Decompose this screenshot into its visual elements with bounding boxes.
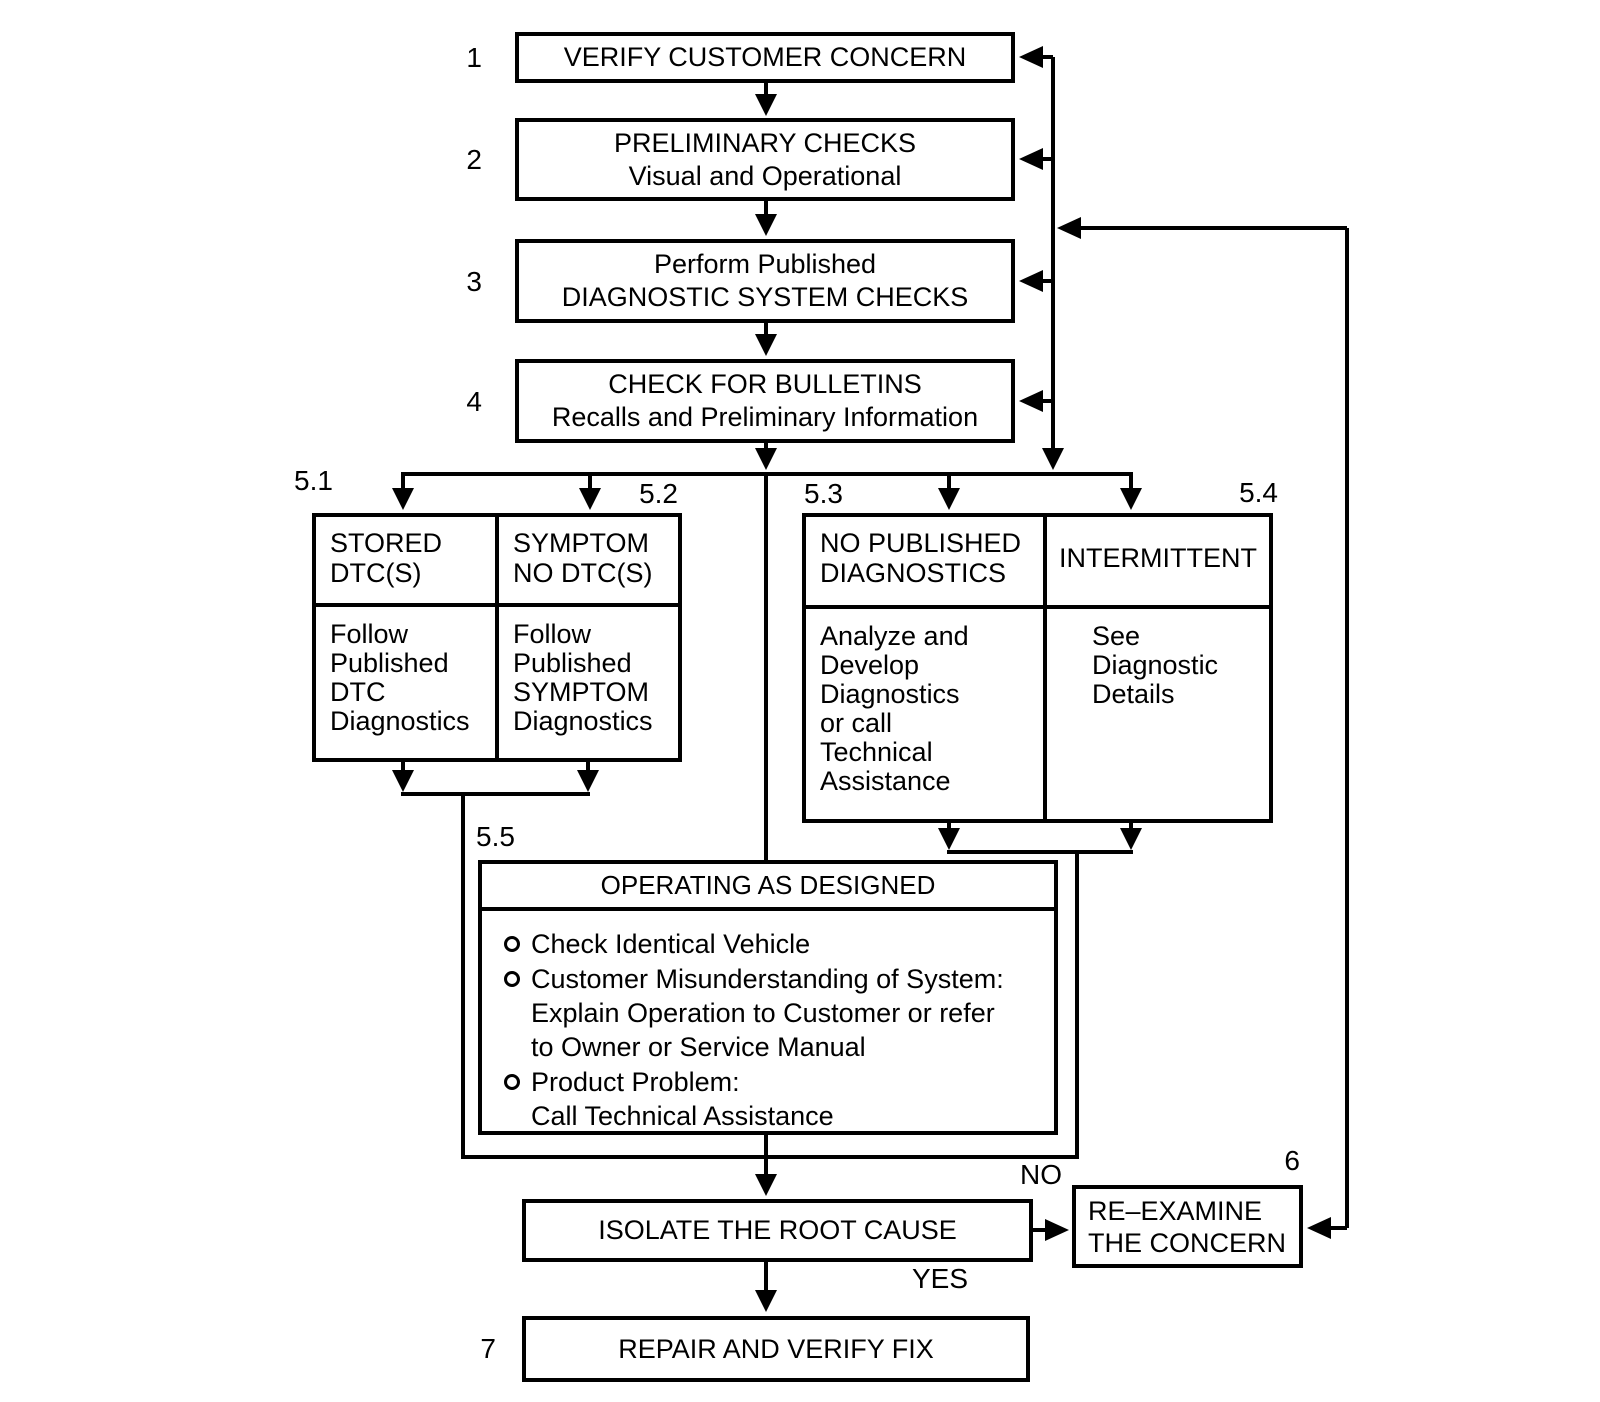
merge-nopublished-intermittent xyxy=(938,823,1142,1159)
edge-label-no: NO xyxy=(1020,1159,1062,1190)
node-group-nopublished-intermittent: NO PUBLISHED DIAGNOSTICS Analyze and Dev… xyxy=(802,513,1273,823)
node-symptom-no-dtc-header: SYMPTOM NO DTC(S) xyxy=(499,517,678,607)
node-symptom-no-dtc-body: Follow Published SYMPTOM Diagnostics xyxy=(513,619,653,736)
node-operating-as-designed: OPERATING AS DESIGNED Check Identical Ve… xyxy=(478,860,1058,1135)
bullet-icon xyxy=(504,971,520,987)
step-number-5-3: 5.3 xyxy=(804,478,843,509)
node-reexamine-concern-label: RE–EXAMINE THE CONCERN xyxy=(1088,1195,1287,1258)
step-number-2: 2 xyxy=(466,144,482,175)
node-no-published-diagnostics: NO PUBLISHED DIAGNOSTICS Analyze and Dev… xyxy=(806,517,1047,819)
node-no-published-diagnostics-header: NO PUBLISHED DIAGNOSTICS xyxy=(806,517,1043,609)
node-preliminary-checks: PRELIMINARY CHECKS Visual and Operationa… xyxy=(515,118,1015,201)
node-verify-customer-concern: VERIFY CUSTOMER CONCERN xyxy=(515,32,1015,83)
arrow-preliminary-to-diagnostic xyxy=(755,201,777,236)
node-stored-dtc-header: STORED DTC(S) xyxy=(316,517,495,607)
list-item: Check Identical Vehicle xyxy=(504,927,1044,961)
list-item-text: Customer Misunderstanding of System: Exp… xyxy=(531,964,1004,1062)
arrow-isolate-to-reexamine xyxy=(1033,1219,1069,1241)
step-number-1: 1 xyxy=(466,42,482,73)
node-operating-as-designed-title: OPERATING AS DESIGNED xyxy=(482,864,1054,911)
node-check-for-bulletins: CHECK FOR BULLETINS Recalls and Prelimin… xyxy=(515,359,1015,443)
node-symptom-no-dtc: SYMPTOM NO DTC(S) Follow Published SYMPT… xyxy=(499,517,678,758)
node-isolate-root-cause-label: ISOLATE THE ROOT CAUSE xyxy=(598,1215,957,1245)
list-item-text: Product Problem: Call Technical Assistan… xyxy=(531,1067,834,1131)
step-number-5-4: 5.4 xyxy=(1239,477,1278,508)
node-diagnostic-system-checks: Perform Published DIAGNOSTIC SYSTEM CHEC… xyxy=(515,239,1015,323)
node-repair-verify-fix: REPAIR AND VERIFY FIX xyxy=(522,1316,1030,1382)
step-number-4: 4 xyxy=(466,386,482,417)
arrow-bulletins-to-branch xyxy=(755,443,777,470)
node-repair-verify-fix-label: REPAIR AND VERIFY FIX xyxy=(618,1333,934,1364)
node-stored-dtc: STORED DTC(S) Follow Published DTC Diagn… xyxy=(316,517,499,758)
list-item: Customer Misunderstanding of System: Exp… xyxy=(504,962,1044,1064)
step-number-7: 7 xyxy=(480,1333,496,1364)
node-stored-dtc-body: Follow Published DTC Diagnostics xyxy=(330,619,470,736)
step-number-5-5: 5.5 xyxy=(476,821,515,852)
node-intermittent-header: INTERMITTENT xyxy=(1047,517,1269,609)
list-item: Product Problem: Call Technical Assistan… xyxy=(504,1065,1044,1133)
feedback-loop-line xyxy=(1057,217,1349,1239)
step-number-6: 6 xyxy=(1284,1145,1300,1176)
merge-dtc-symptom xyxy=(392,762,599,1159)
step-number-3: 3 xyxy=(466,266,482,297)
node-preliminary-checks-label: PRELIMINARY CHECKS Visual and Operationa… xyxy=(613,127,917,191)
bullet-icon xyxy=(504,1074,520,1090)
collector-to-isolate xyxy=(461,1135,1079,1196)
node-no-published-diagnostics-body: Analyze and Develop Diagnostics or call … xyxy=(820,621,969,796)
node-group-dtc-symptom: STORED DTC(S) Follow Published DTC Diagn… xyxy=(312,513,682,762)
node-operating-as-designed-list: Check Identical Vehicle Customer Misunde… xyxy=(482,911,1054,1133)
step-number-5-1: 5.1 xyxy=(294,465,333,496)
bullet-icon xyxy=(504,936,520,952)
arrow-verify-to-preliminary xyxy=(755,83,777,116)
node-reexamine-concern: RE–EXAMINE THE CONCERN xyxy=(1072,1185,1303,1268)
edge-label-yes: YES xyxy=(911,1263,969,1294)
arrow-isolate-to-repair xyxy=(755,1262,777,1312)
list-item-text: Check Identical Vehicle xyxy=(531,929,811,959)
node-intermittent-body: See Diagnostic Details xyxy=(1092,621,1219,709)
node-isolate-root-cause: ISOLATE THE ROOT CAUSE xyxy=(522,1199,1033,1262)
node-diagnostic-system-checks-label: Perform Published DIAGNOSTIC SYSTEM CHEC… xyxy=(561,249,969,312)
node-check-for-bulletins-label: CHECK FOR BULLETINS Recalls and Prelimin… xyxy=(551,369,979,432)
feedback-distribution-line xyxy=(1019,46,1064,470)
step-number-5-2: 5.2 xyxy=(639,478,678,509)
arrow-diagnostic-to-bulletins xyxy=(755,323,777,356)
node-intermittent: INTERMITTENT See Diagnostic Details xyxy=(1047,517,1269,819)
node-verify-customer-concern-label: VERIFY CUSTOMER CONCERN xyxy=(563,42,967,72)
